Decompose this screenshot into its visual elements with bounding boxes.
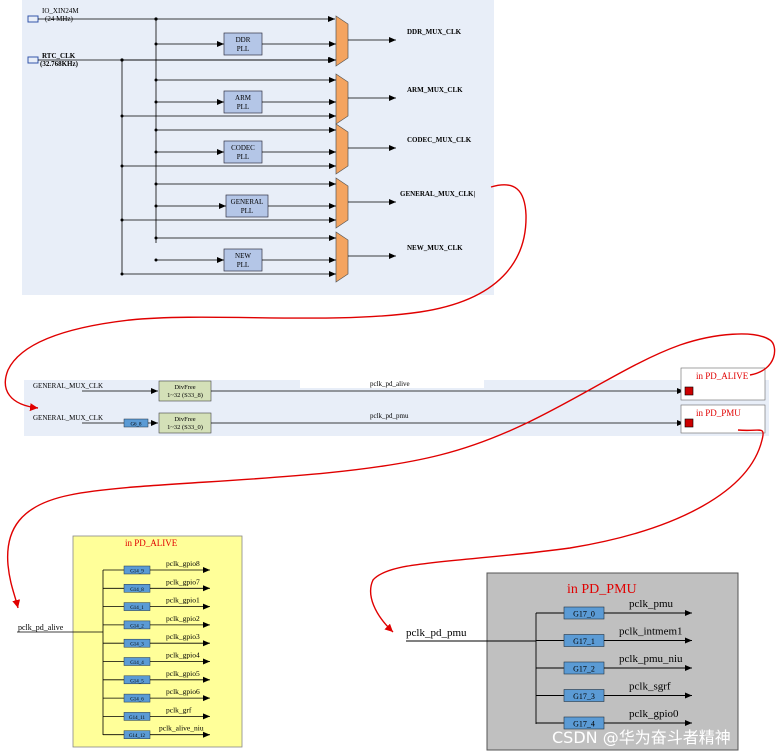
domain-tag-label: in PD_PMU [696, 408, 741, 418]
divider-source-label: GENERAL_MUX_CLK [33, 382, 103, 390]
mux-5 [335, 231, 349, 283]
rtc-label: RTC_CLK [42, 52, 76, 60]
domain-tag-box [680, 404, 766, 434]
pll-name: NEW [235, 252, 251, 260]
connector-pmu-to-box [369, 429, 764, 633]
rtc-freq: (32.768KHz) [40, 60, 79, 68]
domain-port [684, 418, 694, 428]
mux-3 [335, 123, 349, 175]
pmu-output-label: pclk_pmu_niu [619, 653, 683, 665]
divider-net-label: pclk_pd_alive [370, 380, 410, 388]
connector-alive-to-box [6, 333, 776, 609]
divider-name: DivFree [174, 416, 195, 423]
alive-domain-box [72, 535, 243, 748]
alive-gate-label: G14_12 [129, 734, 146, 739]
pmu-output-label: pclk_intmem1 [619, 626, 683, 638]
pll-suffix: PLL [237, 261, 249, 269]
pll-name: CODEC [231, 144, 255, 152]
connector-general-to-divider [4, 184, 527, 412]
domain-port [684, 386, 694, 396]
pmu-gate-label: G17_0 [573, 610, 595, 619]
alive-gate-label: G14_3 [130, 643, 144, 648]
alive-gate-label: G14_8 [130, 588, 144, 593]
watermark: CSDN @华为奋斗者精神 [552, 728, 731, 747]
xin24m-label: IO_XIN24M [42, 7, 79, 15]
pll-suffix: PLL [237, 153, 249, 161]
divider-source-label: GENERAL_MUX_CLK [33, 414, 103, 422]
alive-gate-label: G14_2 [130, 624, 144, 629]
pll-name: ARM [235, 94, 252, 102]
pmu-output-label: pclk_gpio0 [629, 708, 679, 720]
pmu-gate-label: G17_4 [573, 720, 595, 729]
alive-output-label: pclk_gpio5 [166, 669, 200, 678]
alive-gate-label: G14_9 [130, 570, 144, 575]
pmu-input-label: pclk_pd_pmu [406, 627, 467, 639]
alive-gate-label: G14_11 [129, 716, 145, 721]
mux-output-label: CODEC_MUX_CLK [407, 136, 472, 144]
pll-name: GENERAL [231, 198, 264, 206]
divider-panel [24, 380, 769, 436]
pll-suffix: PLL [241, 207, 253, 215]
alive-output-label: pclk_gpio4 [166, 651, 200, 660]
domain-tag-box [680, 367, 766, 401]
alive-output-label: pclk_alive_niu [159, 724, 204, 733]
alive-output-label: pclk_gpio1 [166, 596, 200, 605]
pmu-output-label: pclk_sgrf [629, 681, 671, 693]
pmu-output-label: pclk_pmu [629, 598, 673, 610]
alive-output-label: pclk_gpio8 [166, 559, 200, 568]
divider-name: DivFree [174, 384, 195, 391]
mux-output-label: GENERAL_MUX_CLK| [400, 190, 476, 198]
pmu-gate-label: G17_2 [573, 665, 595, 674]
alive-gate-label: G14_5 [130, 679, 144, 684]
pll-name: DDR [236, 36, 251, 44]
alive-output-label: pclk_gpio7 [166, 577, 200, 586]
divider-range: 1~32 (S33_0) [167, 424, 203, 431]
mux-output-label: DDR_MUX_CLK [407, 28, 462, 36]
alive-output-label: pclk_gpio6 [166, 687, 200, 696]
alive-gate-label: G14_6 [130, 698, 144, 703]
alive-input-label: pclk_pd_alive [18, 623, 64, 632]
pmu-gate-label: G17_3 [573, 692, 595, 701]
gate-label: G6_8 [130, 423, 142, 428]
mux-4 [335, 177, 349, 229]
pll-suffix: PLL [237, 103, 249, 111]
pmu-domain-box [486, 572, 739, 751]
alive-gate-label: G14_1 [130, 606, 144, 611]
pmu-gate-label: G17_1 [573, 637, 595, 646]
divider-net-label: pclk_pd_pmu [370, 412, 409, 420]
domain-tag-label: in PD_ALIVE [696, 371, 749, 381]
mux-2 [335, 73, 349, 125]
pll-suffix: PLL [237, 45, 249, 53]
alive-output-label: pclk_gpio2 [166, 614, 200, 623]
divider-range: 1~32 (S33_8) [167, 392, 203, 399]
alive-gate-label: G14_4 [130, 661, 144, 666]
alive-domain-title: in PD_ALIVE [125, 538, 178, 548]
alive-output-label: pclk_grf [166, 705, 192, 714]
alive-output-label: pclk_gpio3 [166, 632, 200, 641]
mux-output-label: NEW_MUX_CLK [407, 244, 463, 252]
mux-output-label: ARM_MUX_CLK [407, 86, 463, 94]
pmu-domain-title: in PD_PMU [567, 582, 637, 597]
mux-1 [335, 15, 349, 67]
